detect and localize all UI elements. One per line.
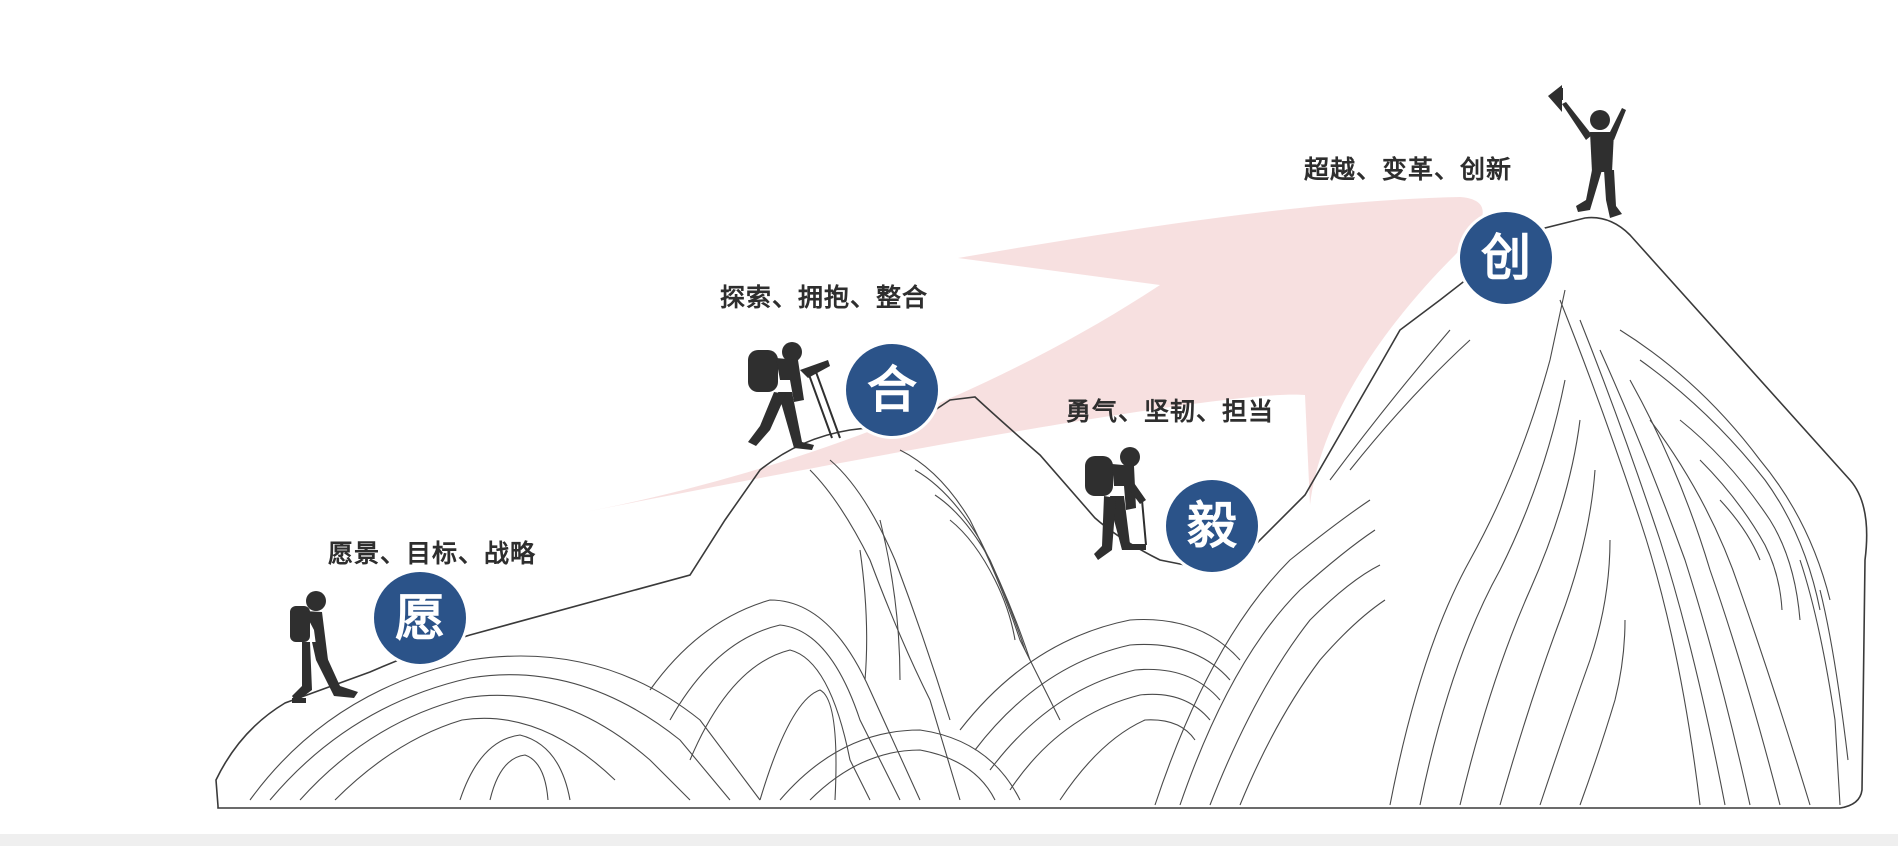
- stage-badge-yuan: 愿: [374, 572, 466, 664]
- contour-lines: [249, 289, 1849, 806]
- flag-icon: [1548, 85, 1562, 112]
- stage-caption-yi: 勇气、坚韧、担当: [1066, 397, 1275, 426]
- stage-caption-yuan: 愿景、目标、战略: [328, 539, 537, 568]
- climber-icon: [1548, 85, 1626, 218]
- stage-badge-chuang: 创: [1460, 212, 1552, 304]
- stage-badge-he: 合: [846, 344, 938, 436]
- stage-badge-yi: 毅: [1166, 480, 1258, 572]
- growth-arrow: [585, 197, 1483, 512]
- hiker-icon: [748, 342, 841, 450]
- bottom-bar: [0, 834, 1898, 846]
- stage-caption-he: 探索、拥抱、整合: [720, 283, 929, 312]
- hiker-icon: [1085, 447, 1147, 560]
- hiker-icon: [290, 591, 358, 703]
- stage-caption-chuang: 超越、变革、创新: [1304, 155, 1513, 184]
